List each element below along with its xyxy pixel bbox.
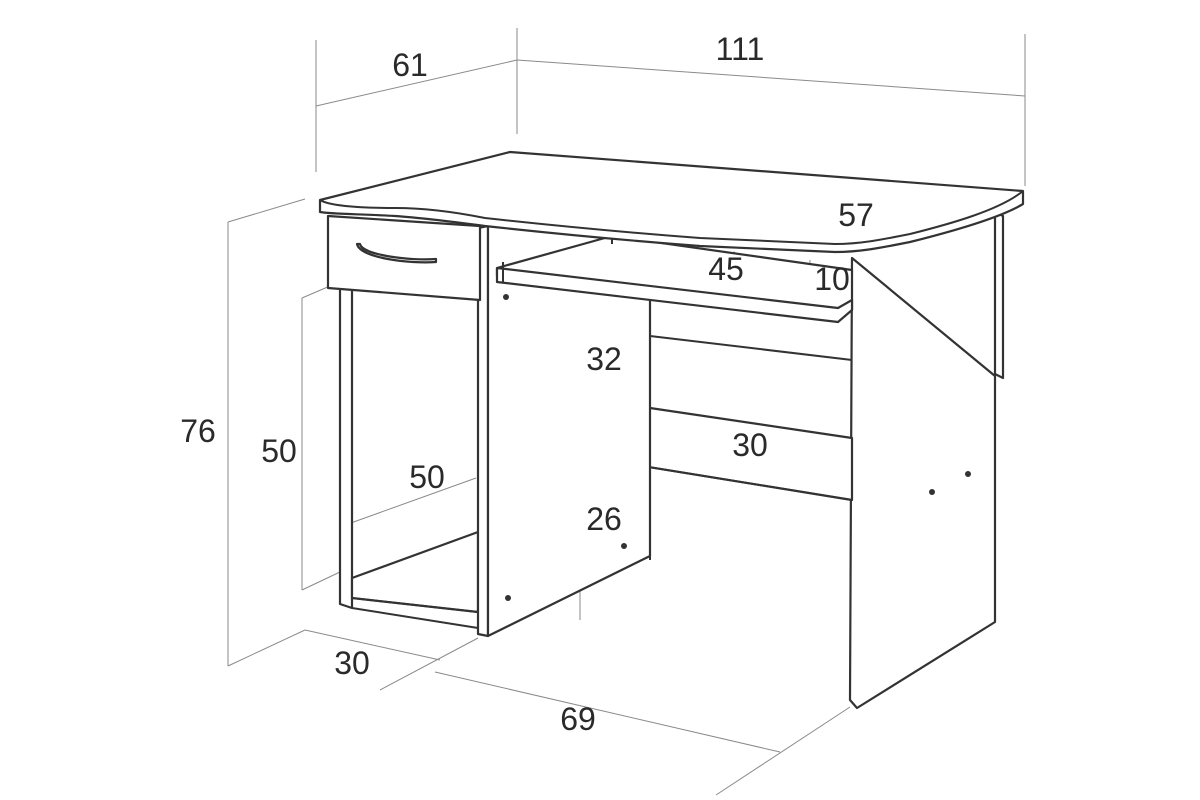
drawer — [326, 214, 482, 302]
label-pedestal-inner-depth: 50 — [409, 459, 445, 495]
keyboard-tray — [495, 234, 854, 324]
label-desk-depth-right: 57 — [838, 197, 874, 233]
label-top-width: 111 — [716, 31, 765, 67]
label-tray-depth: 45 — [708, 251, 744, 287]
drawer-handle-icon — [355, 242, 438, 264]
label-shelf-depth: 30 — [732, 427, 768, 463]
label-total-height: 76 — [180, 413, 216, 449]
label-cpu-space-height: 32 — [586, 341, 622, 377]
label-tray-height: 10 — [814, 261, 850, 297]
desk-top — [318, 150, 1025, 254]
pedestal-inner-panel — [476, 198, 652, 638]
dimension-labels: 61 111 76 50 50 30 69 57 45 10 32 30 26 — [180, 31, 874, 737]
label-base-width: 69 — [560, 701, 596, 737]
pedestal-side-panel — [338, 284, 354, 610]
right-side-panel — [848, 210, 1005, 710]
pedestal-bottom-shelf — [350, 530, 480, 629]
label-lower-space-height: 26 — [586, 501, 622, 537]
label-top-depth: 61 — [392, 47, 428, 83]
label-pedestal-height: 50 — [261, 433, 297, 469]
label-base-depth: 30 — [334, 645, 370, 681]
